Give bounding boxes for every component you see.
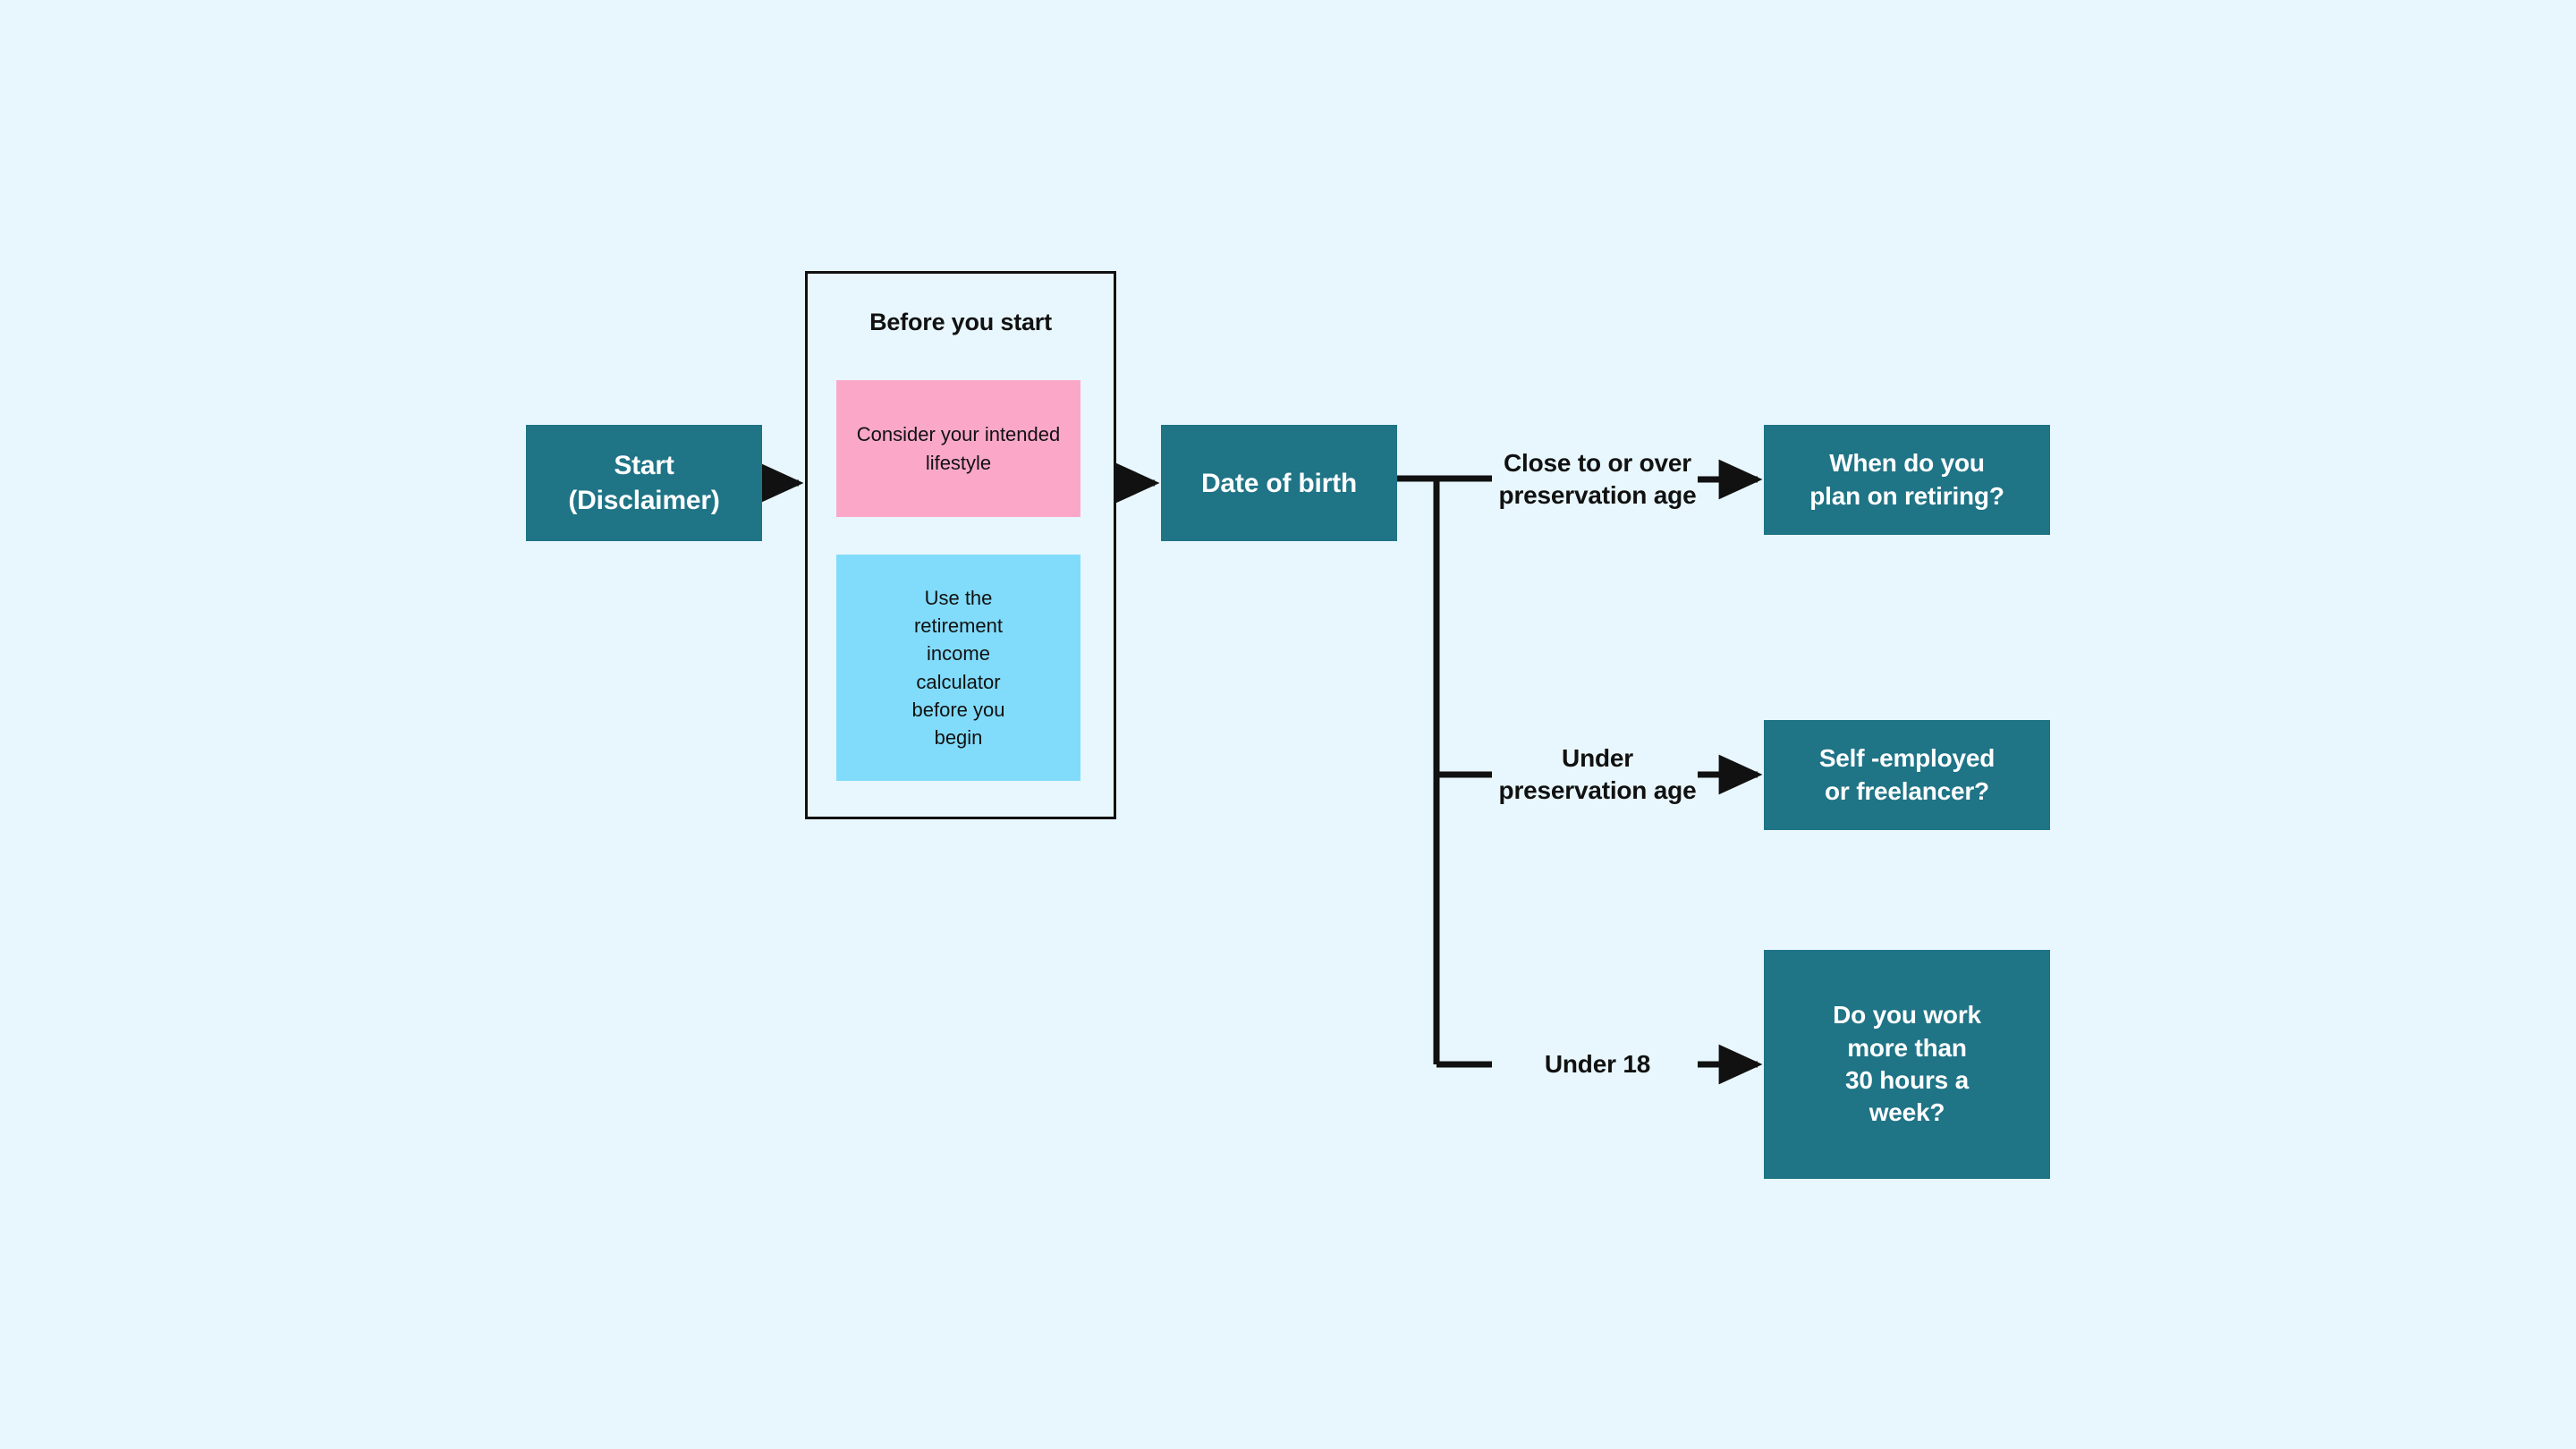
node-date-of-birth-label: Date of birth xyxy=(1200,468,1358,498)
node-retiring-line1: When do you xyxy=(1829,449,1985,478)
node-start[interactable]: Start (Disclaimer) xyxy=(526,425,762,541)
node-retiring-text: When do you plan on retiring? xyxy=(1809,447,2004,513)
node-retiring-line2: plan on retiring? xyxy=(1809,481,2004,510)
node-start-line1: Start xyxy=(614,451,674,480)
node-self-employed-text: Self -employed or freelancer? xyxy=(1818,742,1996,808)
group-title: Before you start xyxy=(869,309,1052,335)
node-self-employed-or-freelancer[interactable]: Self -employed or freelancer? xyxy=(1764,720,2050,830)
edge-label-bottom-text: Under 18 xyxy=(1544,1049,1651,1078)
chip-retirement-calculator[interactable]: Use the retirement income calculator bef… xyxy=(836,555,1080,781)
node-when-do-you-plan-on-retiring[interactable]: When do you plan on retiring? xyxy=(1764,425,2050,535)
edge-label-close-to-or-over-preservation-age: Close to or over preservation age xyxy=(1496,420,1699,538)
node-hours-line1: Do you work xyxy=(1833,1001,1981,1030)
node-self-employed-line2: or freelancer? xyxy=(1825,776,1989,805)
edge-label-under-18: Under 18 xyxy=(1496,1033,1699,1096)
node-start-line2: (Disclaimer) xyxy=(568,486,720,515)
chip-consider-lifestyle-label: Consider your intended lifestyle xyxy=(856,423,1061,474)
edge-trunk-vertical xyxy=(1397,475,1440,1064)
edge-label-middle-text: Under preservation age xyxy=(1498,743,1697,804)
chip-retirement-calculator-label: Use the retirement income calculator bef… xyxy=(911,586,1005,749)
node-hours-line4: week? xyxy=(1868,1098,1945,1127)
node-start-text: Start (Disclaimer) xyxy=(568,448,720,518)
node-self-employed-line1: Self -employed xyxy=(1818,744,1996,773)
edge-label-top-text: Close to or over preservation age xyxy=(1498,448,1697,509)
group-before-you-start: Before you start xyxy=(805,271,1116,819)
chip-consider-lifestyle[interactable]: Consider your intended lifestyle xyxy=(836,380,1080,517)
node-date-of-birth[interactable]: Date of birth xyxy=(1161,425,1397,541)
node-hours-line3: 30 hours a xyxy=(1844,1066,1970,1094)
node-hours-line2: more than xyxy=(1847,1033,1967,1062)
edge-label-under-preservation-age: Under preservation age xyxy=(1496,716,1699,834)
node-hours-text: Do you work more than 30 hours a week? xyxy=(1833,999,1981,1130)
node-do-you-work-more-than-30-hours[interactable]: Do you work more than 30 hours a week? xyxy=(1764,950,2050,1179)
